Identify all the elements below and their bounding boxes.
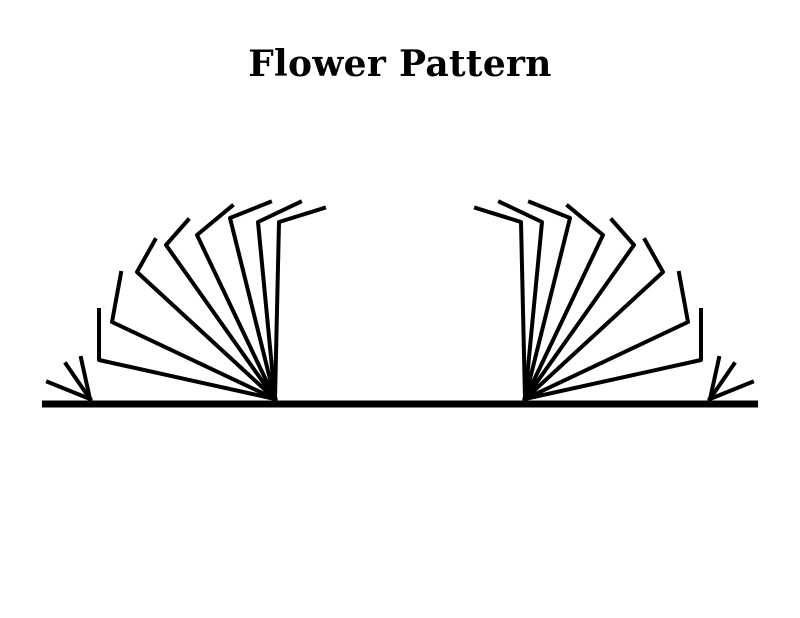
left-sprout-stem-3	[78, 355, 93, 402]
left-petal-1	[272, 205, 327, 402]
right-sprout-stem-1	[707, 379, 755, 402]
right-sprout-stem-2	[707, 361, 737, 402]
right-petal-4	[522, 203, 605, 402]
left-sprout-stem-1	[45, 379, 93, 402]
left-petal-3	[228, 199, 278, 402]
left-sprout	[45, 355, 93, 402]
right-petal-1	[473, 205, 528, 402]
left-petal-5	[164, 217, 278, 402]
left-petal-2	[256, 199, 303, 402]
left-petals	[97, 199, 327, 402]
right-petal-7	[522, 270, 690, 402]
right-petal-8	[522, 308, 703, 402]
left-sprout-stem-2	[63, 361, 93, 402]
right-sprout-stem-3	[707, 355, 722, 402]
left-petal-6	[135, 237, 278, 402]
right-petals	[473, 199, 703, 402]
right-sprout	[707, 355, 755, 402]
right-petal-6	[522, 237, 665, 402]
flower-pattern	[42, 199, 758, 408]
right-petal-2	[497, 199, 544, 402]
right-petal-3	[522, 199, 572, 402]
left-petal-4	[195, 203, 278, 402]
left-petal-8	[97, 308, 278, 402]
right-petal-5	[522, 217, 636, 402]
left-petal-7	[110, 270, 278, 402]
page-title: Flower Pattern	[248, 43, 552, 85]
